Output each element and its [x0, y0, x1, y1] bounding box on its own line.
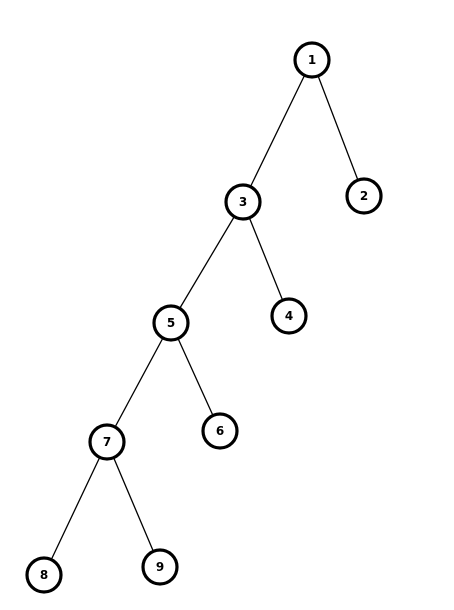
node-label: 5: [167, 316, 175, 330]
tree-node-9: 9: [141, 548, 179, 586]
tree-node-1: 1: [293, 41, 331, 79]
node-circle: [25, 556, 63, 594]
edge-5-6: [170, 322, 221, 432]
node-circle: [88, 423, 126, 461]
tree-nodes: 1 2 3 4 5 6 7 8 9: [25, 41, 383, 594]
tree-node-7: 7: [88, 423, 126, 461]
tree-node-8: 8: [25, 556, 63, 594]
edge-1-2: [311, 59, 365, 197]
node-label: 7: [103, 435, 111, 449]
edge-5-7: [106, 322, 172, 443]
tree-node-4: 4: [270, 297, 308, 335]
node-circle: [141, 548, 179, 586]
node-label: 3: [239, 195, 247, 209]
node-label: 4: [285, 309, 293, 323]
node-label: 2: [360, 189, 368, 203]
tree-node-2: 2: [345, 177, 383, 215]
node-label: 8: [40, 568, 48, 582]
edge-7-9: [106, 441, 161, 568]
node-circle: [270, 297, 308, 335]
edge-7-8: [43, 441, 108, 576]
edge-3-4: [242, 201, 290, 317]
node-label: 1: [308, 53, 316, 67]
node-circle: [201, 412, 239, 450]
tree-node-3: 3: [224, 183, 262, 221]
edge-3-5: [170, 201, 244, 324]
node-label: 9: [156, 560, 164, 574]
tree-edges: [43, 59, 365, 576]
node-circle: [152, 304, 190, 342]
node-circle: [293, 41, 331, 79]
node-circle: [224, 183, 262, 221]
tree-node-5: 5: [152, 304, 190, 342]
edge-1-3: [242, 59, 313, 203]
node-label: 6: [216, 424, 224, 438]
node-circle: [345, 177, 383, 215]
tree-node-6: 6: [201, 412, 239, 450]
